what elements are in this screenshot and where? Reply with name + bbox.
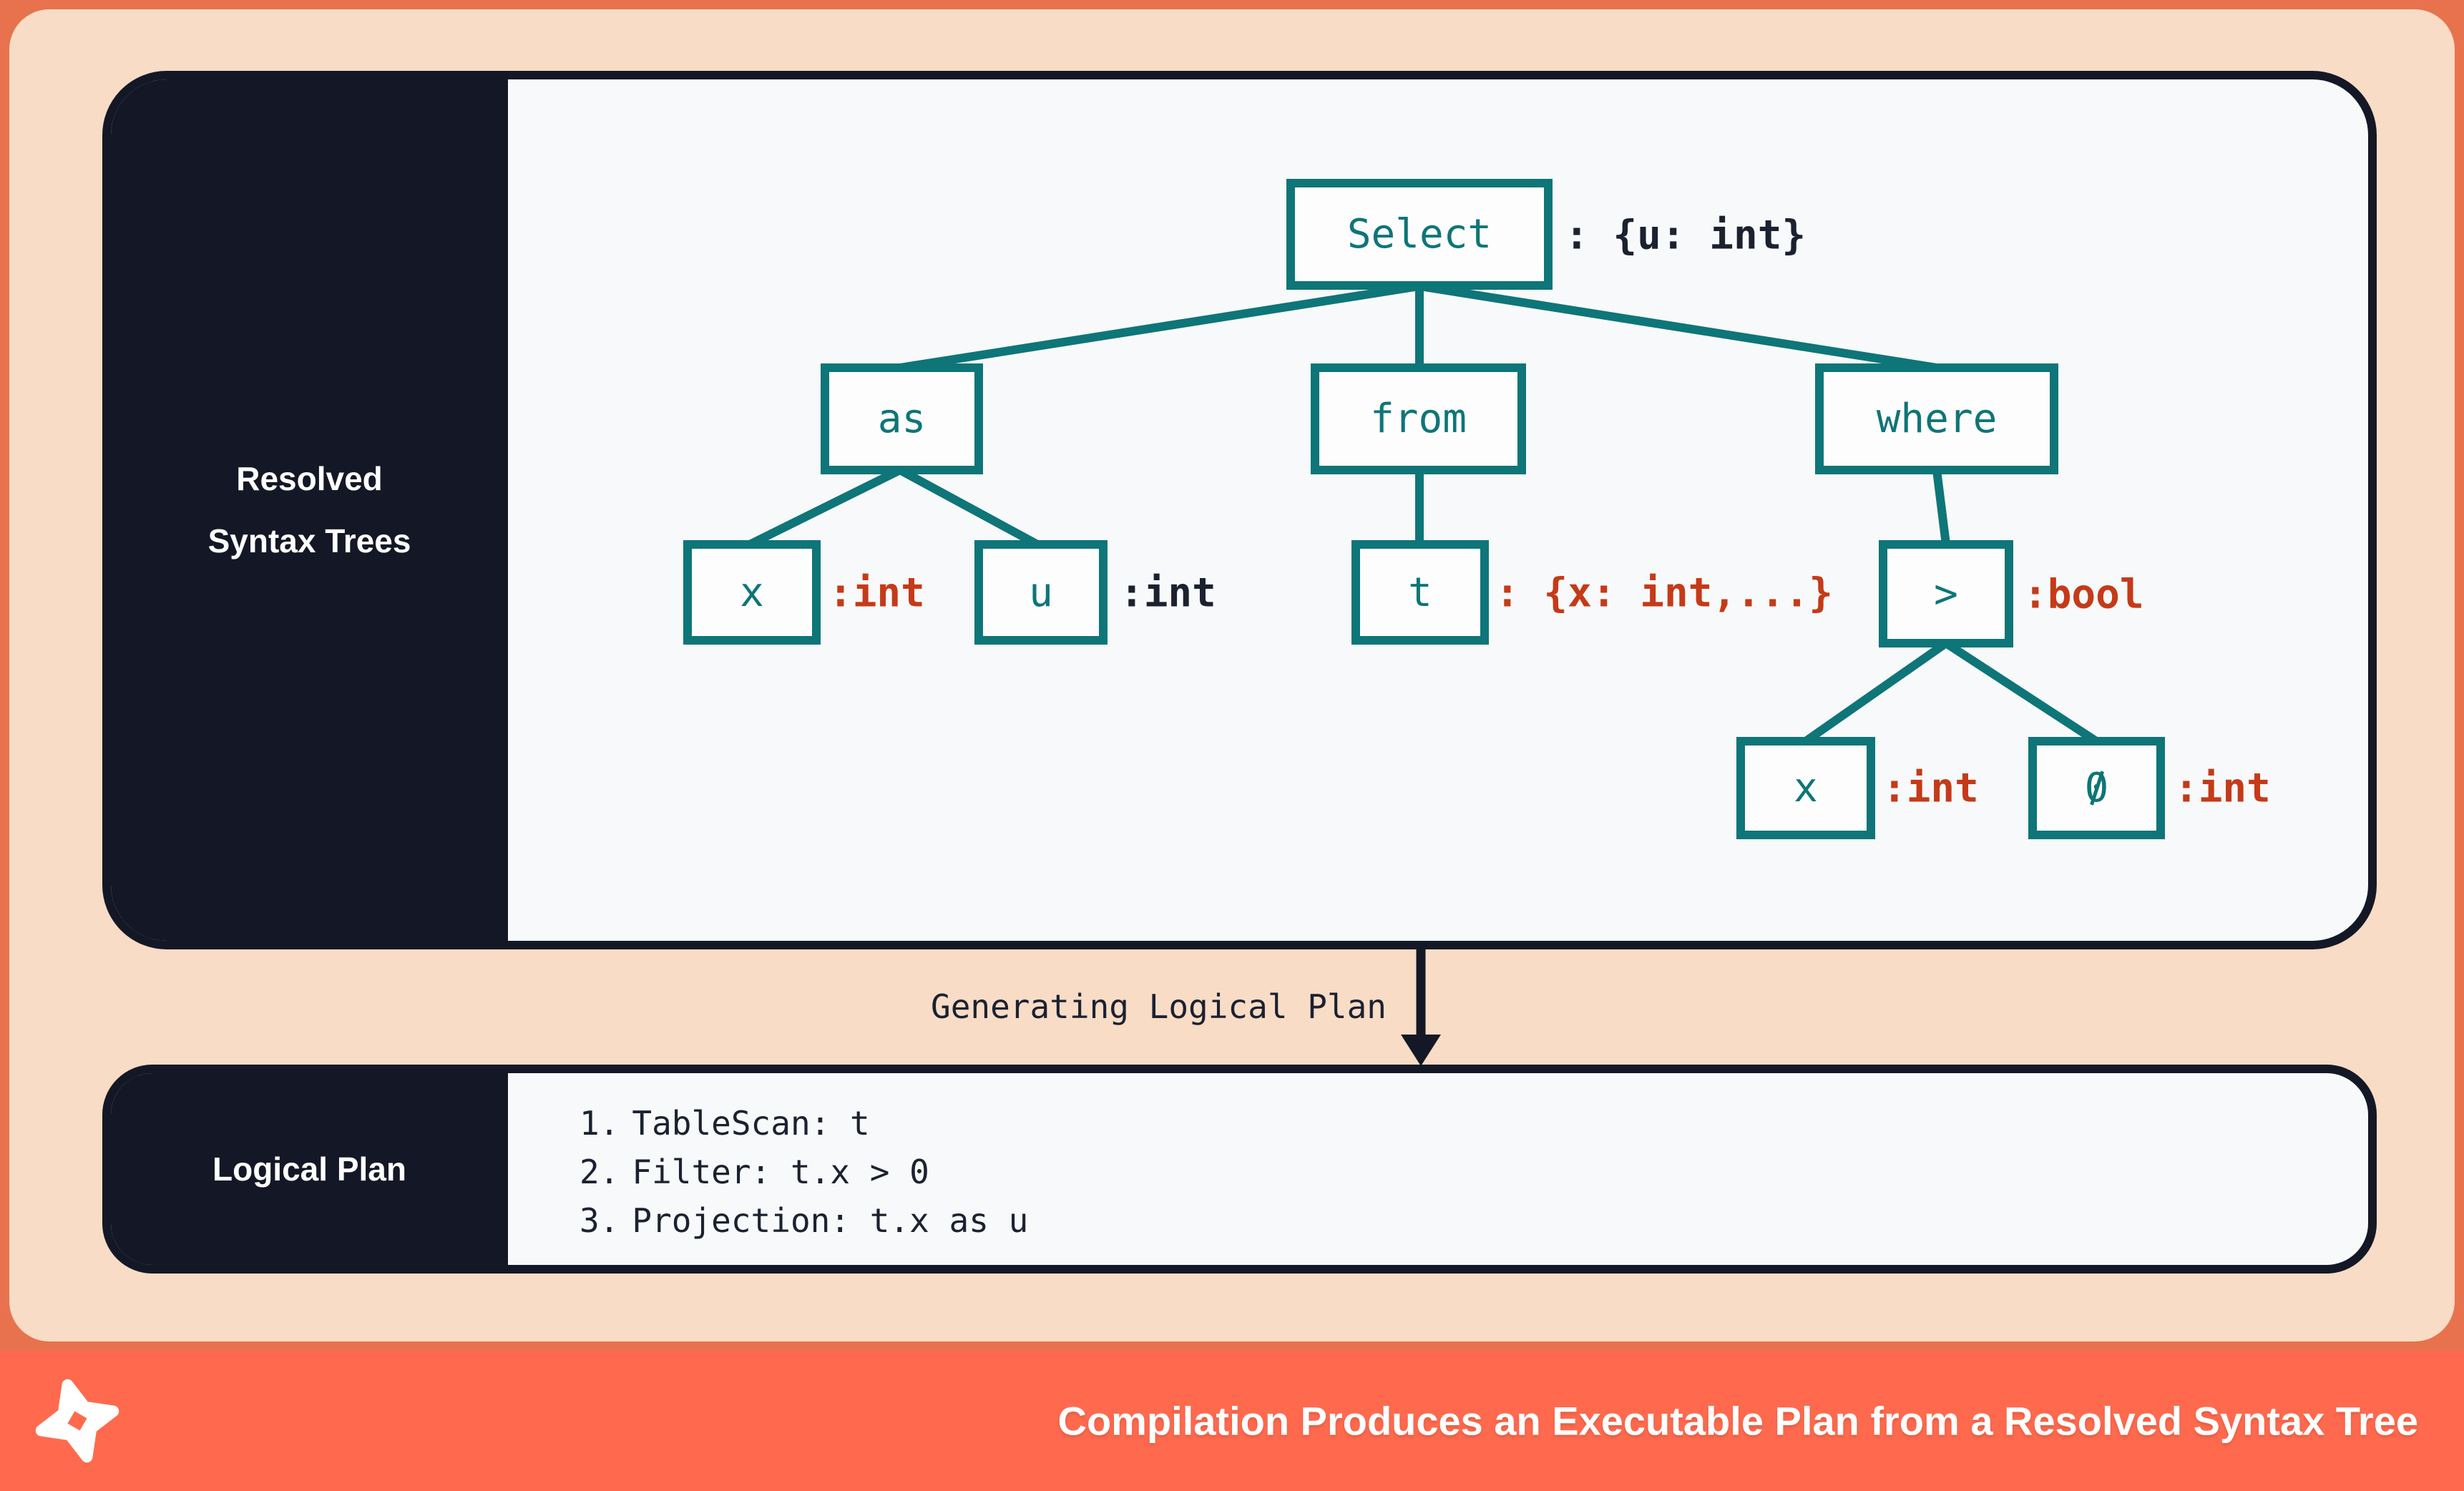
plan-step-3-text: Projection: t.x as u [632,1201,1029,1240]
pinwheel-star-logo-icon [35,1379,119,1463]
footer-caption: Compilation Produces an Executable Plan … [1057,1398,2418,1444]
top-panel-title: Resolved Syntax Trees [207,460,411,559]
plan-step-3: 3. Projection: t.x as u [580,1196,1028,1245]
plan-step-1-number: 1. [580,1104,620,1143]
plan-step-2-number: 2. [580,1153,620,1191]
top-panel-sidebar: Resolved Syntax Trees [111,79,508,941]
logical-plan-panel: Logical Plan 1. TableScan: t 2. Filter: t.… [102,1065,2377,1274]
plan-step-3-number: 3. [580,1201,620,1240]
bottom-panel-sidebar: Logical Plan [111,1073,508,1265]
footer-bar: Compilation Produces an Executable Plan … [0,1351,2464,1491]
plan-step-1: 1. TableScan: t [580,1099,1028,1148]
bottom-panel-title: Logical Plan [212,1150,406,1188]
plan-step-2-text: Filter: t.x > 0 [632,1153,929,1191]
transition-label: Generating Logical Plan [931,987,1387,1026]
logical-plan-steps: 1. TableScan: t 2. Filter: t.x > 0 3. Proje… [580,1099,1028,1245]
resolved-syntax-trees-panel: Resolved Syntax Trees [102,71,2377,949]
plan-step-2: 2. Filter: t.x > 0 [580,1148,1028,1196]
plan-step-1-text: TableScan: t [632,1104,870,1143]
